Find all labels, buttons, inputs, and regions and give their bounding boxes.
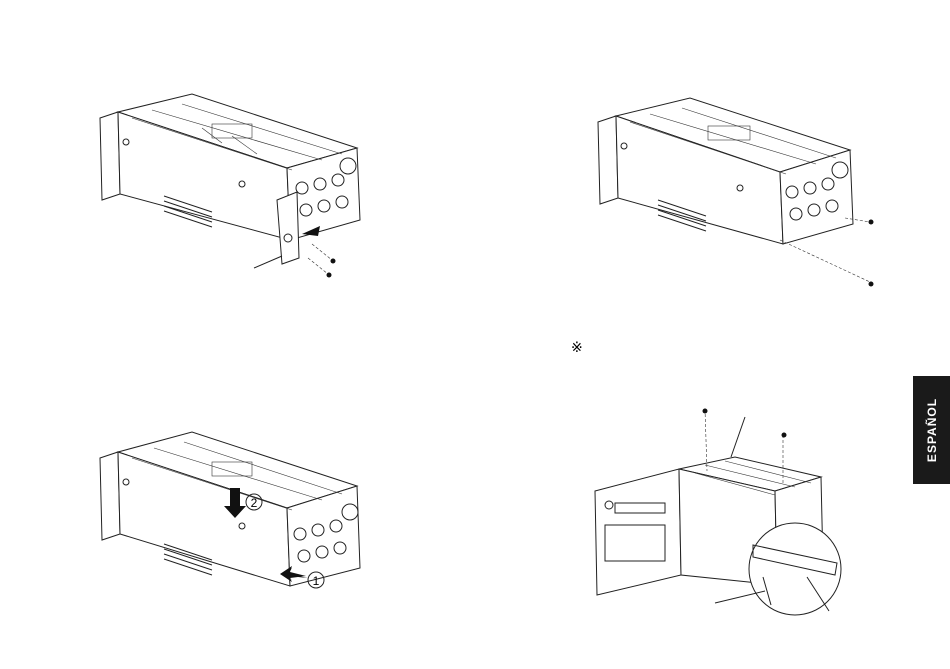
illustration-install-board — [585, 405, 845, 630]
illustration-screws-removed — [590, 90, 880, 290]
svg-text:2: 2 — [251, 496, 258, 510]
svg-text:1: 1 — [313, 574, 320, 588]
language-tab-label: ESPAÑOL — [925, 398, 939, 462]
language-tab: ESPAÑOL — [913, 376, 950, 484]
illustration-remove-rear-panel — [92, 88, 377, 288]
note-mark: ※ — [571, 341, 583, 355]
illustration-slide-unit: 2 1 — [92, 418, 377, 618]
